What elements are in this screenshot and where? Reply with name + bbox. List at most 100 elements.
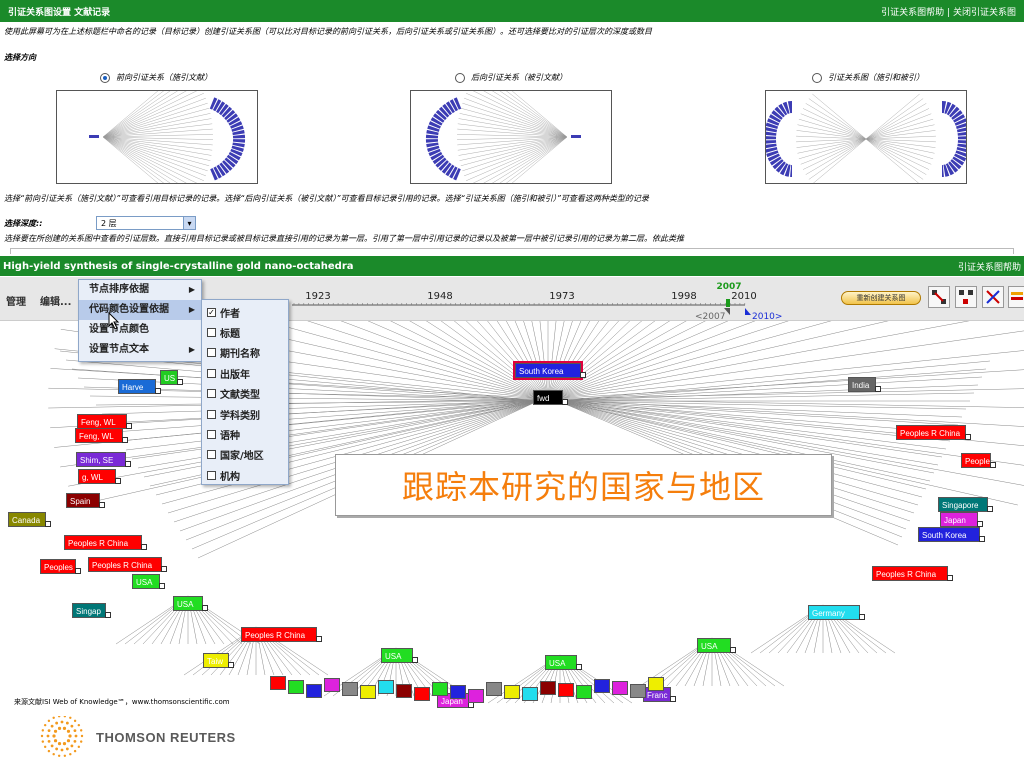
collapse-toggle-icon[interactable] — [155, 388, 161, 394]
checkbox-icon[interactable] — [207, 328, 216, 338]
checkbox-icon[interactable] — [207, 409, 216, 419]
submenu-item-author[interactable]: ✓作者 — [202, 302, 288, 322]
tree-node-stub[interactable] — [612, 681, 628, 696]
collapse-toggle-icon[interactable] — [576, 664, 582, 670]
tree-node[interactable]: fwd — [533, 390, 568, 405]
tree-node[interactable]: South Korea — [515, 363, 586, 378]
checkbox-icon[interactable] — [207, 368, 216, 378]
tree-node-stub[interactable] — [342, 681, 358, 696]
radio-both-dot[interactable] — [812, 72, 822, 83]
timeline-slider[interactable]: 1923 1948 1973 1998 2010 2007 <2007 2010… — [290, 277, 840, 322]
checkbox-icon[interactable] — [207, 450, 216, 460]
collapse-toggle-icon[interactable] — [875, 386, 881, 392]
checkbox-checked-icon[interactable]: ✓ — [207, 307, 216, 317]
collapse-toggle-icon[interactable] — [562, 399, 568, 405]
menu-item-node-text[interactable]: 设置节点文本▶ — [79, 340, 201, 360]
submenu-item-journal[interactable]: 期刊名称 — [202, 343, 288, 363]
collapse-icon[interactable] — [928, 286, 950, 308]
submenu-item-language[interactable]: 语种 — [202, 424, 288, 444]
collapse-toggle-icon[interactable] — [75, 568, 81, 574]
tree-node[interactable]: Peoples — [40, 559, 81, 574]
collapse-toggle-icon[interactable] — [670, 696, 676, 702]
tree-node[interactable]: Japan — [940, 512, 983, 527]
submenu-item-institution[interactable]: 机构 — [202, 465, 288, 485]
checkbox-icon[interactable] — [207, 430, 216, 440]
tree-node-stub[interactable] — [522, 687, 538, 702]
collapse-toggle-icon[interactable] — [580, 372, 586, 378]
checkbox-icon[interactable] — [207, 348, 216, 358]
collapse-toggle-icon[interactable] — [99, 502, 105, 508]
collapse-toggle-icon[interactable] — [125, 461, 131, 467]
collapse-toggle-icon[interactable] — [141, 544, 147, 550]
tree-node-stub[interactable] — [468, 689, 484, 703]
menu-item-sort-nodes[interactable]: 节点排序依据▶ — [79, 280, 201, 300]
collapse-toggle-icon[interactable] — [122, 437, 128, 443]
help-link[interactable]: 引证关系图帮助 — [881, 7, 945, 18]
tree-node[interactable]: Spain — [66, 493, 105, 508]
tree-node-stub[interactable] — [576, 685, 592, 700]
tree-node[interactable]: Peoples R China — [896, 425, 971, 440]
tree-node[interactable]: Peoples R China — [872, 566, 953, 581]
tree-node-stub[interactable] — [450, 685, 466, 700]
tree-node[interactable]: Singap — [72, 603, 111, 618]
radio-backward[interactable]: 后向引证关系（被引文献） — [455, 72, 567, 83]
collapse-toggle-icon[interactable] — [987, 506, 993, 512]
tree-node[interactable]: Singapore — [938, 497, 993, 512]
tree-node-stub[interactable] — [558, 683, 574, 697]
collapse-toggle-icon[interactable] — [45, 521, 51, 527]
collapse-toggle-icon[interactable] — [990, 462, 996, 468]
tree-node-stub[interactable] — [324, 678, 340, 693]
collapse-toggle-icon[interactable] — [965, 434, 971, 440]
menu-item-color-code[interactable]: 代码颜色设置依据▶ — [79, 300, 201, 320]
tree-node-stub[interactable] — [288, 680, 304, 694]
radio-forward-dot[interactable] — [100, 72, 110, 83]
collapse-toggle-icon[interactable] — [859, 614, 865, 620]
tree-node[interactable]: People — [961, 453, 996, 468]
tree-node[interactable]: Peoples R China — [88, 557, 167, 572]
tree-node[interactable]: Peoples R China — [241, 627, 322, 642]
close-link[interactable]: 关闭引证关系图 — [952, 7, 1016, 18]
tree-node[interactable]: Germany — [808, 605, 865, 620]
tree-node[interactable]: USA — [173, 596, 208, 611]
collapse-toggle-icon[interactable] — [177, 379, 183, 385]
chevron-down-icon[interactable]: ▾ — [183, 217, 195, 229]
collapse-toggle-icon[interactable] — [115, 478, 121, 484]
thumbnail-forward[interactable] — [56, 90, 258, 184]
tree-node[interactable]: USA — [545, 655, 582, 670]
tree-node[interactable]: Canada — [8, 512, 51, 527]
radio-forward[interactable]: 前向引证关系（施引文献） — [100, 72, 212, 83]
tree-node-stub[interactable] — [486, 682, 502, 697]
tree-node[interactable]: USA — [132, 574, 165, 589]
checkbox-icon[interactable] — [207, 389, 216, 399]
tree-node[interactable]: US — [160, 370, 183, 385]
tree-node[interactable]: India — [848, 377, 881, 392]
tree-node[interactable]: USA — [381, 648, 418, 663]
tree-node[interactable]: Harve — [118, 379, 161, 394]
tree-node-stub[interactable] — [504, 684, 520, 699]
thumbnail-both[interactable] — [765, 90, 967, 184]
tree-node[interactable]: Peoples R China — [64, 535, 147, 550]
submenu-item-title[interactable]: 标题 — [202, 322, 288, 342]
menu-item-node-color[interactable]: 设置节点颜色 — [79, 320, 201, 340]
collapse-toggle-icon[interactable] — [228, 662, 234, 668]
manage-menu[interactable]: 管理 — [6, 297, 26, 308]
tree-node[interactable]: Shim, SE — [76, 452, 131, 467]
collapse-toggle-icon[interactable] — [105, 612, 111, 618]
tree-node-stub[interactable] — [630, 683, 646, 698]
submenu-item-country[interactable]: 国家/地区 — [202, 445, 288, 465]
radio-backward-dot[interactable] — [455, 72, 465, 83]
paper-help-link[interactable]: 引证关系图帮助 — [957, 262, 1021, 273]
submenu-item-doctype[interactable]: 文献类型 — [202, 384, 288, 404]
tree-node-stub[interactable] — [414, 687, 430, 702]
collapse-toggle-icon[interactable] — [947, 575, 953, 581]
thumbnail-backward[interactable] — [410, 90, 612, 184]
tree-node[interactable]: Feng, WL — [77, 414, 132, 429]
tree-node-stub[interactable] — [648, 677, 664, 691]
expand-icon[interactable] — [955, 286, 977, 308]
submenu-item-subject[interactable]: 学科类别 — [202, 404, 288, 424]
tree-node-stub[interactable] — [396, 683, 412, 698]
tree-node-stub[interactable] — [432, 681, 448, 696]
tree-node[interactable]: g, WL — [78, 469, 121, 484]
collapse-toggle-icon[interactable] — [202, 605, 208, 611]
